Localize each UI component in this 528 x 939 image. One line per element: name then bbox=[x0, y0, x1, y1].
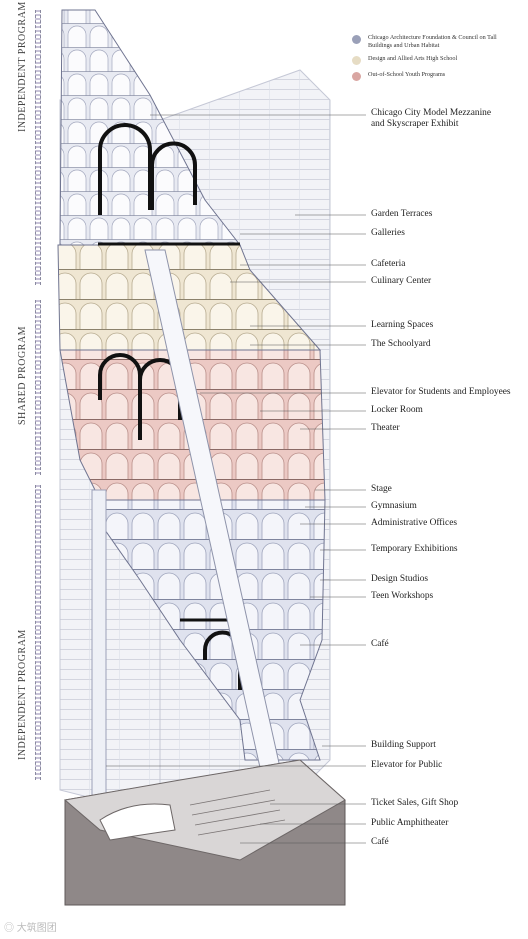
section-bracket-bottom bbox=[35, 485, 41, 780]
label-teen-workshops: Teen Workshops bbox=[371, 591, 434, 601]
legend-item: Chicago Architecture Foundation & Counci… bbox=[352, 34, 522, 49]
label-gymnasium: Gymnasium bbox=[371, 501, 417, 511]
section-bracket-middle bbox=[35, 300, 41, 475]
leader-lines bbox=[106, 114, 366, 844]
label-elevator-students: Elevator for Students and Employees bbox=[371, 387, 511, 397]
section-label-middle: SHARED PROGRAM bbox=[17, 326, 28, 425]
label-temporary-exhibitions: Temporary Exhibitions bbox=[371, 544, 458, 554]
label-theater: Theater bbox=[371, 423, 400, 433]
label-garden-terraces: Garden Terraces bbox=[371, 209, 433, 219]
label-chicago-city-model: Chicago City Model Mezzanine and Skyscra… bbox=[371, 108, 492, 129]
label-building-support: Building Support bbox=[371, 740, 436, 750]
label-locker-room: Locker Room bbox=[371, 405, 423, 415]
legend-swatch bbox=[352, 35, 361, 44]
public-elevator-shaft bbox=[91, 489, 107, 801]
label-design-studios: Design Studios bbox=[371, 574, 429, 584]
legend-item: Design and Allied Arts High School bbox=[352, 55, 522, 65]
legend-text: Chicago Architecture Foundation & Counci… bbox=[368, 34, 497, 49]
legend-text: Out-of-School Youth Programs bbox=[368, 71, 446, 78]
label-elevator-public: Elevator for Public bbox=[371, 760, 443, 770]
label-culinary-center: Culinary Center bbox=[371, 276, 432, 286]
label-ticket-sales: Ticket Sales, Gift Shop bbox=[371, 798, 459, 808]
section-label-bottom: INDEPENDENT PROGRAM bbox=[17, 629, 28, 760]
label-schoolyard: The Schoolyard bbox=[371, 339, 431, 349]
legend: Chicago Architecture Foundation & Counci… bbox=[352, 34, 522, 87]
label-cafe-upper: Café bbox=[371, 639, 389, 649]
label-administrative-offices: Administrative Offices bbox=[371, 518, 458, 528]
legend-swatch bbox=[352, 56, 361, 65]
legend-swatch bbox=[352, 72, 361, 81]
section-label-top: INDEPENDENT PROGRAM bbox=[17, 1, 28, 132]
legend-text: Design and Allied Arts High School bbox=[368, 55, 458, 62]
ground-podium bbox=[63, 759, 346, 906]
label-learning-spaces: Learning Spaces bbox=[371, 320, 434, 330]
watermark: ◎ 大筑图团 bbox=[4, 923, 57, 934]
section-bracket-top bbox=[35, 10, 41, 285]
label-stage: Stage bbox=[371, 484, 392, 494]
label-cafe-ground: Café bbox=[371, 837, 389, 847]
label-public-amphitheater: Public Amphitheater bbox=[371, 818, 449, 828]
label-galleries: Galleries bbox=[371, 228, 405, 238]
label-cafeteria: Cafeteria bbox=[371, 259, 406, 269]
legend-item: Out-of-School Youth Programs bbox=[352, 71, 522, 81]
